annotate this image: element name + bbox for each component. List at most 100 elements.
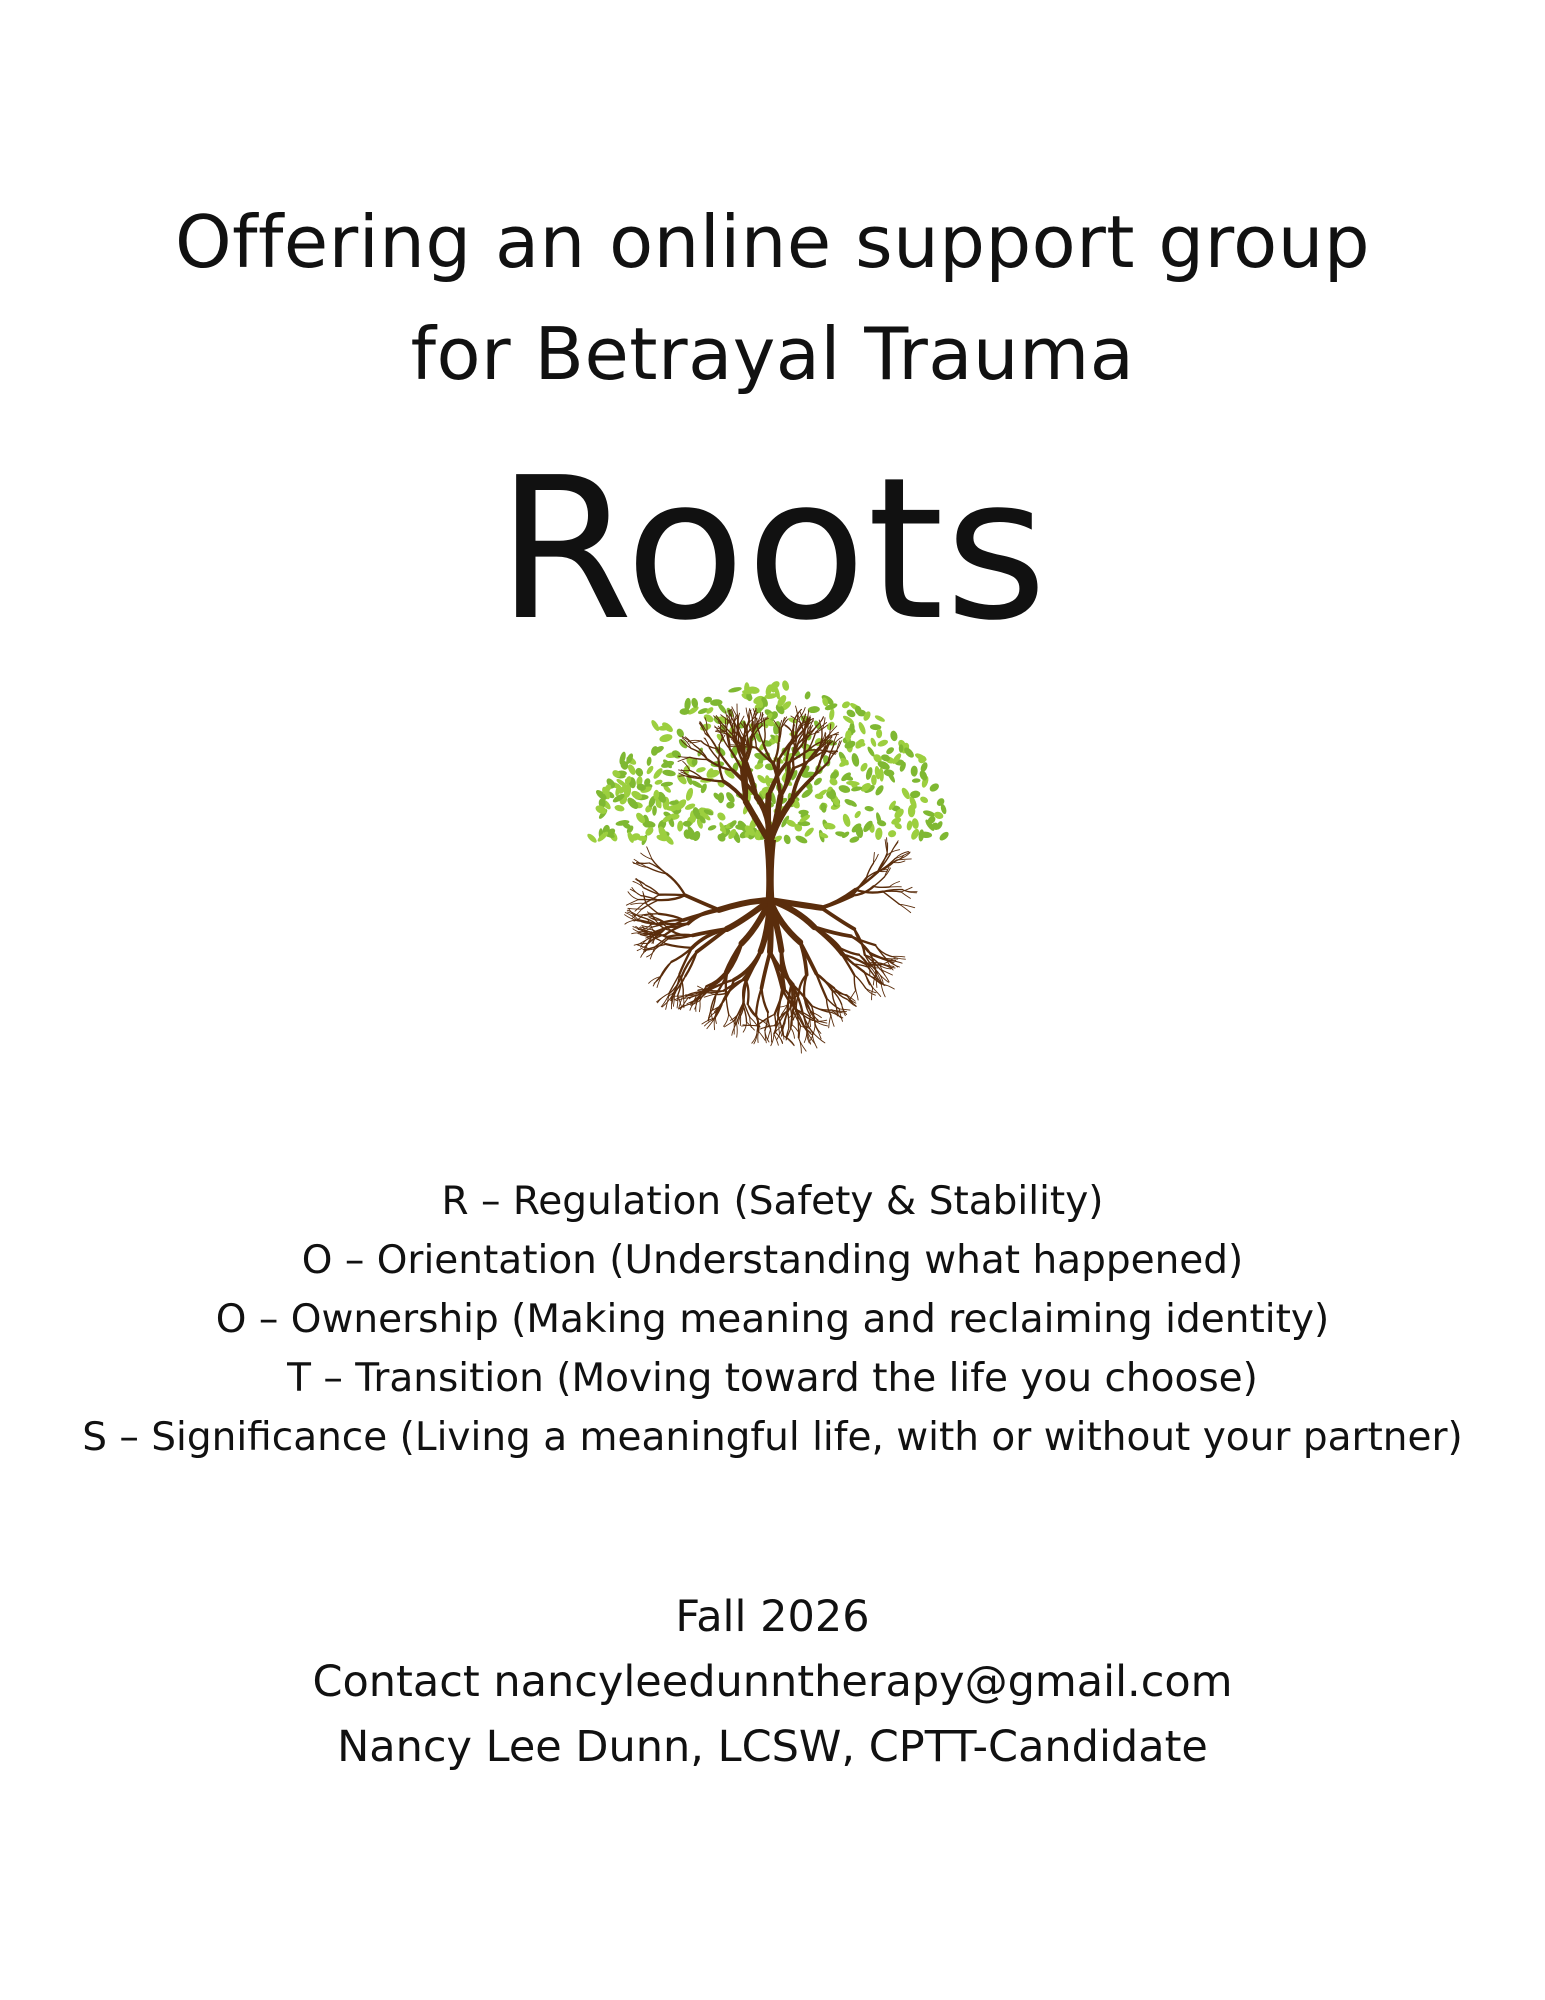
branch-segment: [807, 741, 823, 752]
leaf: [697, 747, 703, 757]
root-segment: [829, 1011, 844, 1019]
root-segment: [630, 902, 645, 905]
root-segment: [725, 941, 744, 975]
branch-segment: [690, 747, 709, 761]
root-segment: [624, 912, 638, 921]
leaf: [849, 836, 860, 843]
branch-segment: [780, 718, 789, 728]
leaf: [898, 744, 904, 753]
leaf: [630, 833, 641, 841]
root-segment: [640, 852, 653, 860]
leaf: [703, 809, 714, 816]
leaf: [841, 701, 851, 709]
leaf: [757, 774, 767, 784]
root-segment: [891, 955, 906, 958]
branch-segment: [687, 776, 704, 780]
root-segment: [665, 922, 690, 926]
root-segment: [851, 885, 875, 897]
root-segment: [648, 862, 668, 875]
leaf: [804, 691, 811, 700]
root-segment: [683, 893, 721, 912]
leaf: [909, 790, 921, 799]
branch-segment: [784, 738, 794, 765]
leaf: [726, 792, 735, 803]
leaf: [636, 783, 646, 791]
branch-segment: [725, 733, 740, 743]
leaf: [717, 792, 725, 804]
leaf: [855, 824, 864, 839]
root-segment: [819, 905, 857, 931]
branch-segment: [836, 740, 841, 751]
leaf: [682, 820, 692, 827]
root-segment: [831, 989, 837, 1007]
root-segment: [751, 1031, 758, 1044]
leaf: [875, 827, 883, 840]
root-segment: [698, 1000, 701, 1013]
branch-segment: [742, 735, 746, 751]
leaf: [842, 813, 851, 827]
leaf: [729, 820, 737, 828]
branch-segment: [784, 749, 810, 765]
root-segment: [741, 949, 763, 982]
root-segment: [767, 1028, 772, 1041]
tree-with-roots-icon: [587, 680, 949, 1054]
acrostic-item-s: S – Significance (Living a meaningful li…: [82, 1415, 1463, 1460]
leaf: [814, 793, 824, 800]
leaf: [660, 781, 674, 787]
root-segment: [889, 840, 899, 856]
root-segment: [902, 889, 918, 893]
root-segment: [825, 997, 832, 1017]
leaf: [755, 732, 762, 743]
branch-segment: [733, 721, 742, 739]
leaf: [626, 753, 634, 764]
root-segment: [646, 846, 653, 860]
leaf: [891, 817, 902, 825]
leaf: [858, 722, 866, 735]
root-segment: [754, 987, 763, 1016]
branch-segment: [752, 720, 754, 734]
root-segment: [819, 893, 855, 910]
branch-segment: [748, 709, 752, 723]
contact-block: Fall 2026 Contact nancyleedunntherapy@gm…: [0, 1585, 1545, 1780]
branch-segment: [740, 745, 757, 749]
root-segment: [640, 895, 660, 901]
leaf: [929, 783, 939, 792]
root-segment: [798, 1025, 802, 1040]
leaf: [840, 757, 849, 766]
root-segment: [756, 1013, 776, 1027]
root-segment: [624, 914, 638, 921]
branch-segment: [737, 712, 740, 727]
root-segment: [853, 974, 857, 991]
root-segment: [886, 842, 889, 856]
root-segment: [755, 1013, 760, 1033]
root-segment: [812, 1019, 828, 1022]
leaf: [863, 711, 871, 721]
branch-segment: [778, 762, 791, 799]
root-segment: [760, 1025, 776, 1030]
branch-segment: [745, 707, 750, 721]
root-segment: [882, 963, 895, 967]
root-segment: [833, 987, 848, 1000]
root-segment: [882, 888, 904, 893]
root-segment: [639, 926, 654, 931]
leaf: [627, 797, 639, 809]
leaf: [765, 684, 772, 696]
acrostic-item-r: R – Regulation (Safety & Stability): [441, 1179, 1104, 1224]
branch-segment: [828, 733, 839, 737]
branch-segment: [718, 734, 726, 746]
root-segment: [855, 989, 859, 1001]
root-segment: [777, 1014, 784, 1037]
leaf: [904, 747, 914, 758]
root-segment: [656, 975, 663, 988]
root-segment: [725, 996, 730, 1015]
branch-segment: [762, 728, 766, 745]
root-segment: [625, 899, 639, 906]
root-segment: [810, 1005, 833, 1011]
leaf: [920, 762, 928, 773]
branch-segment: [815, 722, 828, 733]
leaf: [782, 680, 790, 691]
leaf: [799, 814, 811, 823]
root-segment: [892, 860, 906, 864]
root-segment: [726, 978, 745, 994]
leaf: [886, 747, 894, 755]
